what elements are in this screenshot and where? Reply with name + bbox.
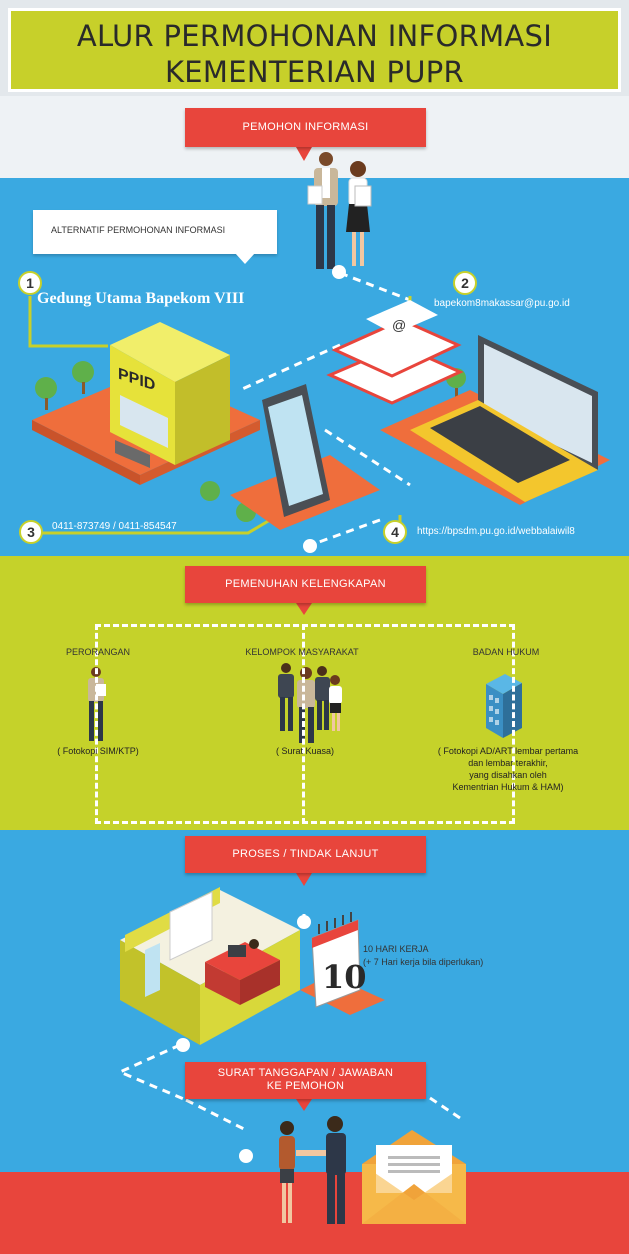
laptop-icon [380, 335, 610, 505]
legal-desc-line3: yang disahkan oleh [469, 770, 547, 780]
email-envelope-icon: @ [326, 300, 464, 405]
ppid-building-icon: PPID [32, 322, 260, 485]
processing-days-label: 10 HARI KERJA [363, 944, 429, 954]
route-node [239, 1149, 253, 1163]
legal-desc-line2: dan lembar terakhir, [468, 758, 548, 768]
phone-numbers-label[interactable]: 0411-873749 / 0411-854547 [52, 521, 177, 532]
calendar-icon: 10 [300, 912, 385, 1015]
title-box: ALUR PERMOHONAN INFORMASI KEMENTERIAN PU… [8, 8, 621, 92]
office-address-label: Gedung Utama Bapekom VIII [37, 290, 245, 307]
callout-pointer [235, 253, 255, 264]
smartphone-icon [230, 384, 380, 530]
applicant-woman-icon [346, 161, 372, 266]
category-individual-desc: ( Fotokopi SIM/KTP) [57, 746, 139, 756]
number-badge-2: 2 [453, 271, 477, 295]
banner-pointer [296, 603, 312, 615]
category-individual-title: PERORANGAN [65, 647, 130, 657]
applicant-man-icon [307, 152, 338, 269]
handshake-icon [279, 1116, 346, 1224]
reply-envelope-icon [362, 1130, 466, 1224]
legal-desc-line4: Kementrian Hukum & HAM) [452, 782, 564, 792]
alternatives-callout: ALTERNATIF PERMOHONAN INFORMASI [33, 210, 277, 254]
route-node [332, 265, 346, 279]
category-group-desc: ( Surat Kuasa) [275, 746, 335, 756]
banner-response-line1: SURAT TANGGAPAN / JAWABAN [217, 1067, 394, 1079]
route-node [176, 1038, 190, 1052]
tree-trunks [45, 382, 458, 410]
page-title-line1: ALUR PERMOHONAN INFORMASI [76, 19, 553, 53]
banner-process-label: PROSES / TINDAK LANJUT [232, 848, 379, 860]
legal-desc-line1: ( Fotokopi AD/ART lembar pertama [437, 746, 579, 756]
section-process [0, 830, 629, 1172]
category-legal-desc: ( Fotokopi AD/ART lembar pertama dan lem… [420, 745, 596, 793]
banner-applicant-label: PEMOHON INFORMASI [242, 121, 369, 133]
email-address-link[interactable]: bapekom8makassar@pu.go.id [434, 298, 570, 309]
banner-response: SURAT TANGGAPAN / JAWABAN KE PEMOHON [185, 1062, 426, 1099]
requirements-dashed-box [95, 624, 515, 824]
alternatives-callout-label: ALTERNATIF PERMOHONAN INFORMASI [51, 225, 226, 235]
banner-requirements-label: PEMENUHAN KELENGKAPAN [225, 578, 386, 590]
banner-process: PROSES / TINDAK LANJUT [185, 836, 426, 873]
processing-time: 10 HARI KERJA (+ 7 Hari kerja bila diper… [363, 943, 483, 969]
number-badge-4: 4 [383, 520, 407, 544]
category-group-title: KELOMPOK MASYARAKAT [245, 647, 359, 657]
office-room-icon [120, 887, 300, 1045]
requirements-dashed-divider [302, 624, 305, 824]
processing-extension-label: (+ 7 Hari kerja bila diperlukan) [363, 957, 484, 967]
route-node [303, 539, 317, 553]
banner-requirements: PEMENUHAN KELENGKAPAN [185, 566, 426, 603]
banner-pointer [296, 147, 312, 161]
banner-pointer [296, 873, 312, 886]
route-node [297, 915, 311, 929]
website-link[interactable]: https://bpsdm.pu.go.id/webbalaiwil8 [417, 526, 575, 537]
banner-applicant: PEMOHON INFORMASI [185, 108, 426, 147]
banner-response-line2: KE PEMOHON [266, 1080, 345, 1092]
section-bottom-band [0, 1172, 629, 1254]
calendar-number: 10 [322, 958, 367, 996]
number-badge-1: 1 [18, 271, 42, 295]
category-legal-title: BADAN HUKUM [472, 647, 540, 657]
route-connectors [239, 271, 411, 548]
at-symbol: @ [392, 317, 406, 333]
number-badge-3: 3 [19, 520, 43, 544]
page-title-line2: KEMENTERIAN PUPR [164, 55, 465, 89]
banner-pointer [296, 1099, 312, 1111]
title-band: ALUR PERMOHONAN INFORMASI KEMENTERIAN PU… [0, 0, 629, 96]
